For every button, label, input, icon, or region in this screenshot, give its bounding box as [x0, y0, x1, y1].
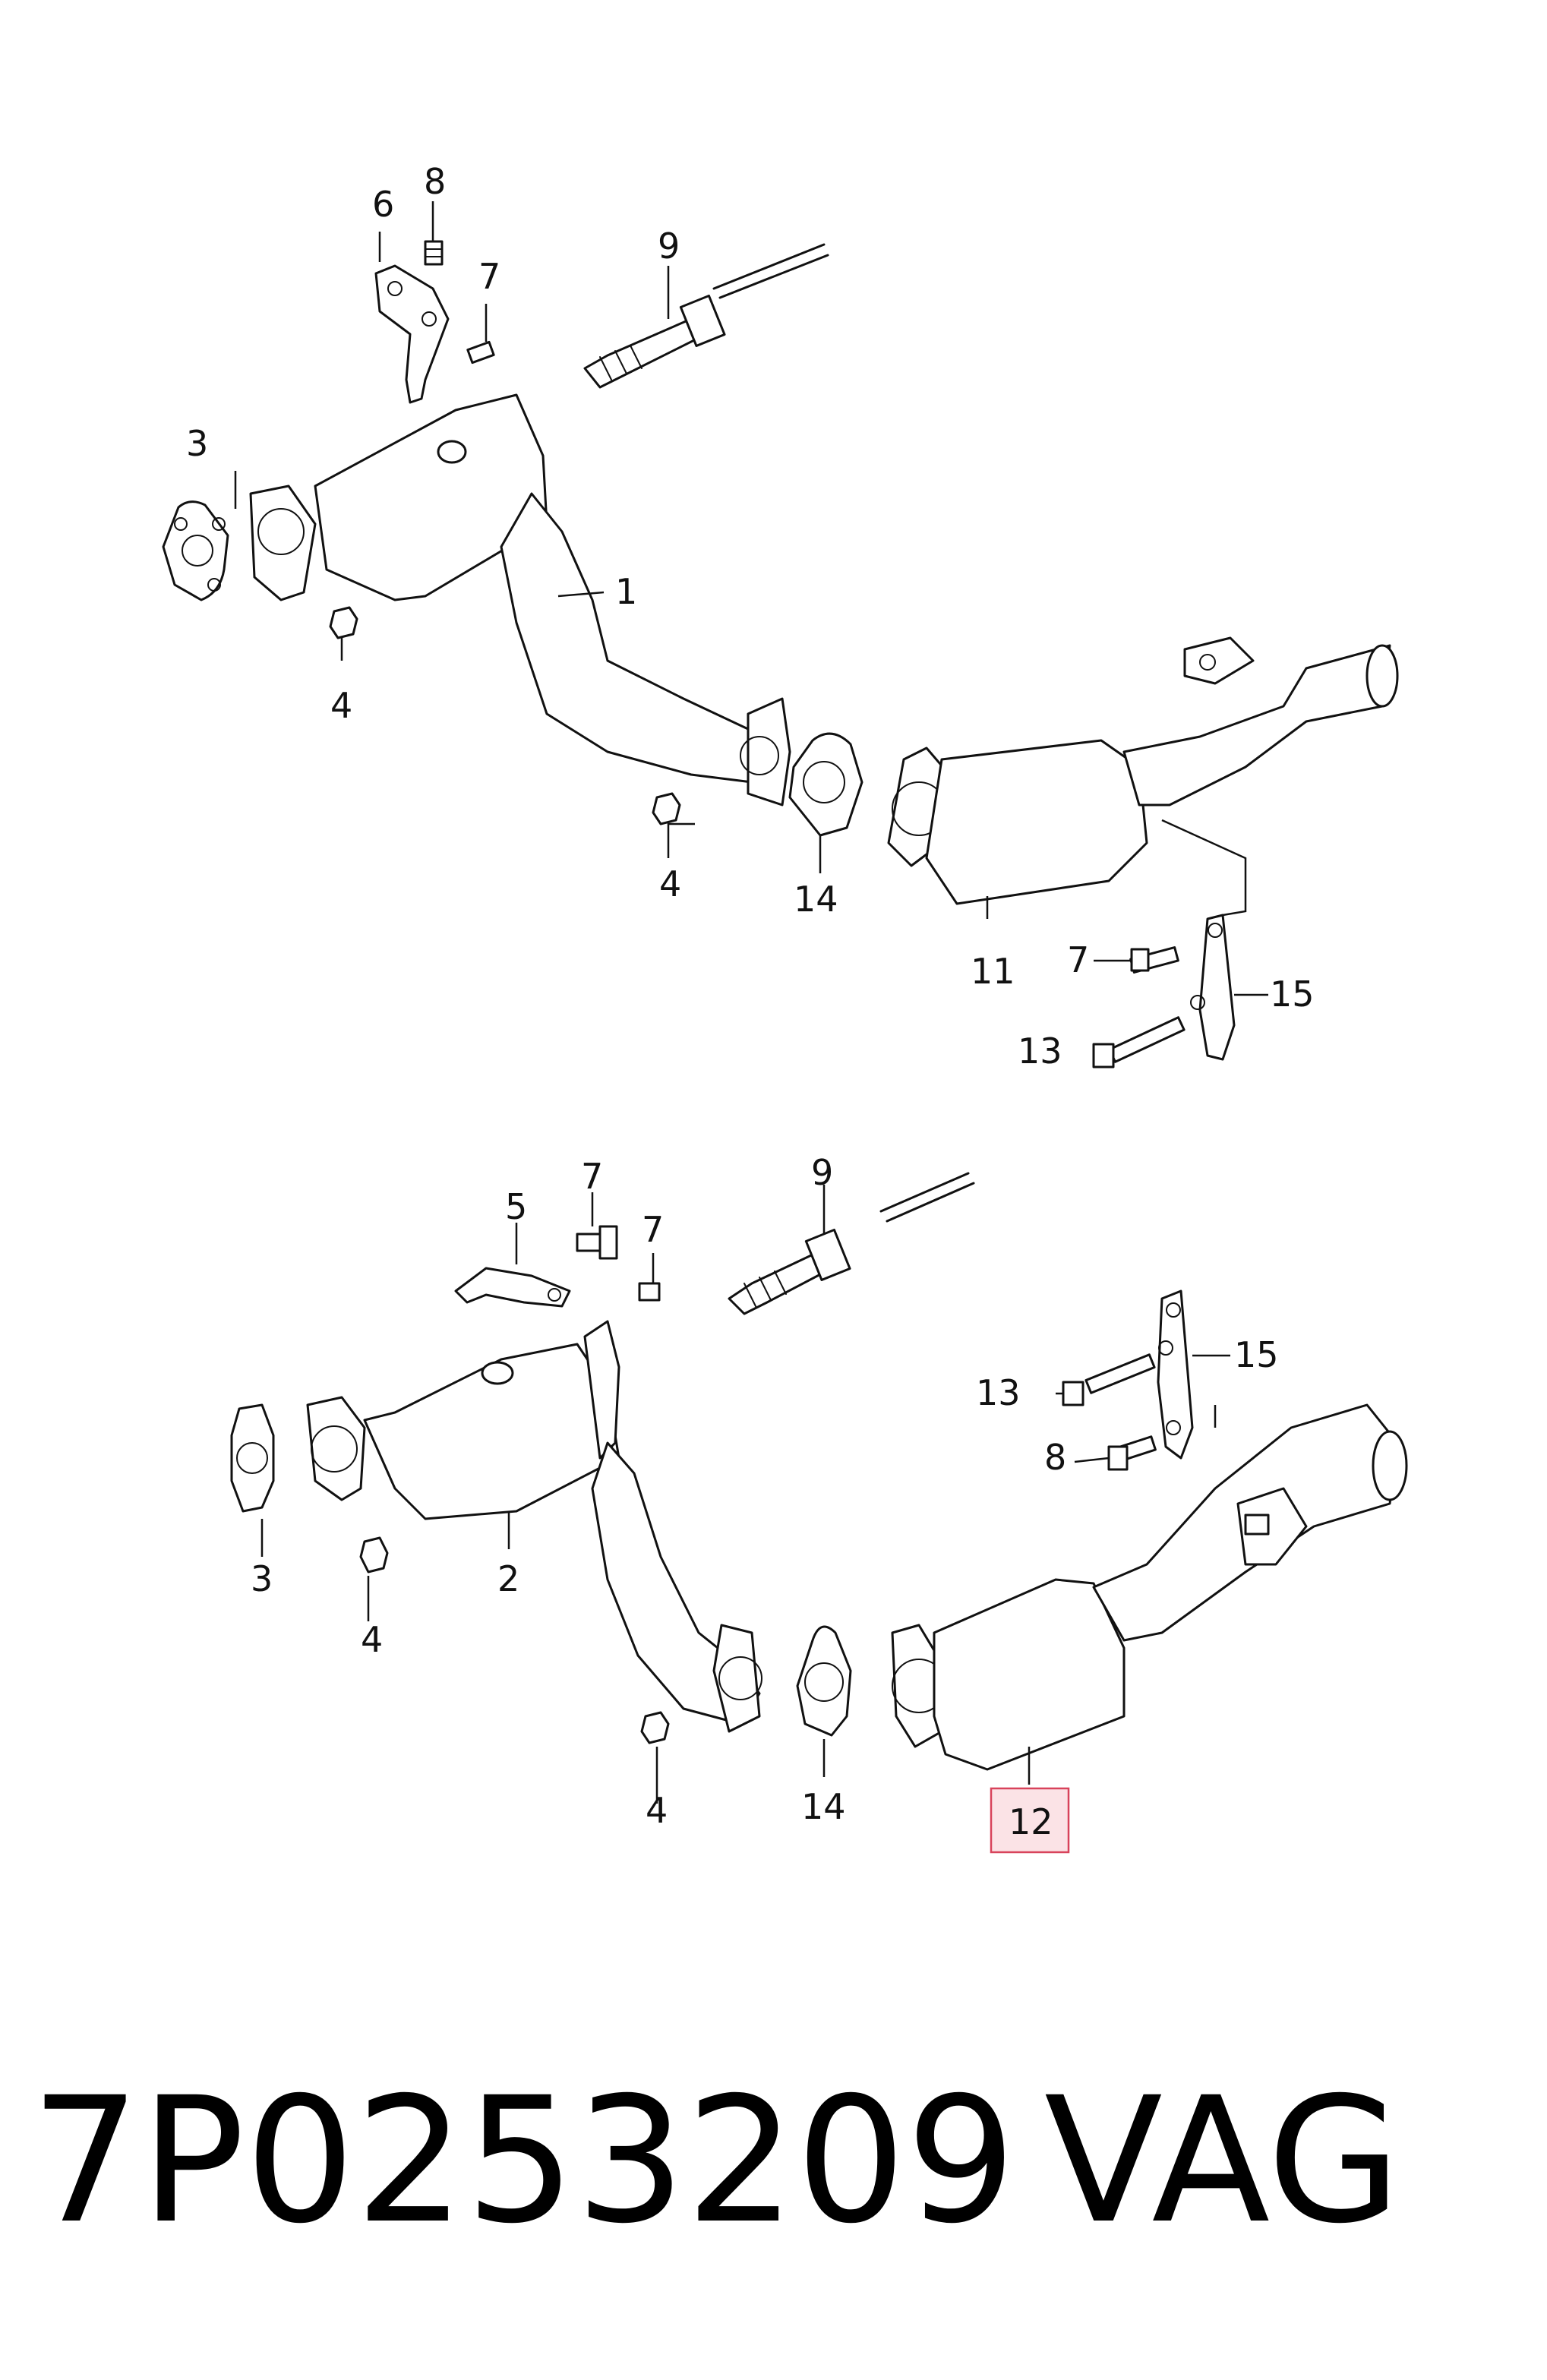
- oxygen-sensor-9: [583, 243, 829, 389]
- callout-11: 11: [971, 951, 1015, 992]
- bracket-15-top: [1190, 914, 1236, 1061]
- highlight-box-12: [990, 1787, 1070, 1854]
- bracket-5: [454, 1267, 571, 1308]
- top-assembly: 6 8 7 9 3 1 4 4 14 11 7 15 13: [162, 161, 1399, 1072]
- nut-4-top-mid: [652, 792, 681, 825]
- part-number: 7P0253209: [30, 2060, 1016, 2262]
- callout-1: 1: [615, 571, 637, 612]
- pre-catalyst-pipe-2: [306, 1320, 762, 1733]
- callout-15: 15: [1270, 974, 1315, 1015]
- bolt-13-top: [1092, 1016, 1186, 1068]
- callout-4-bottom-b: 4: [646, 1790, 668, 1831]
- bolt-7-mid: [1129, 946, 1179, 974]
- bolt-7-bottom-right: [1107, 1435, 1157, 1471]
- callout-7: 7: [478, 256, 500, 297]
- callout-3: 3: [186, 423, 208, 464]
- bracket-6: [374, 264, 450, 404]
- bottom-assembly: 5 7 7 9 3 2 4 4 14 12 13 8 15: [230, 1152, 1408, 1854]
- callout-14-bottom: 14: [801, 1786, 846, 1827]
- callout-4: 4: [330, 685, 352, 726]
- callout-8: 8: [424, 161, 446, 202]
- oxygen-sensor-9-bottom: [728, 1172, 975, 1315]
- callout-6: 6: [372, 184, 394, 225]
- callout-2: 2: [497, 1558, 519, 1599]
- callout-9: 9: [658, 226, 680, 267]
- callout-7b: 7: [1067, 939, 1089, 980]
- gasket-14-top: [788, 732, 863, 837]
- catalyst-12: [891, 1403, 1408, 1771]
- nut-4-bottom-mid: [640, 1711, 670, 1744]
- callout-4b: 4: [659, 863, 681, 904]
- callout-7-bottom-b: 8: [1044, 1437, 1066, 1478]
- gasket-14-bottom: [796, 1625, 852, 1737]
- callout-15-bottom: 15: [1234, 1334, 1279, 1375]
- callout-9-bottom: 9: [811, 1152, 833, 1193]
- bolt-7-bottom-left: [638, 1282, 661, 1302]
- callout-13: 13: [1018, 1031, 1062, 1072]
- callout-12: 12: [1009, 1801, 1053, 1842]
- callout-13-bottom: 13: [976, 1372, 1021, 1413]
- nut-4-top-left: [329, 606, 358, 639]
- nut-4-bottom-left: [359, 1536, 389, 1574]
- gasket-3: [162, 500, 229, 601]
- bracket-15-bottom: [1157, 1289, 1194, 1460]
- bolt-8-bottom: [576, 1225, 618, 1260]
- gasket-3-bottom: [230, 1403, 275, 1513]
- brand-label: VAG: [1044, 2060, 1402, 2262]
- callout-7-bottom: 7: [642, 1209, 664, 1250]
- bolt-8: [424, 240, 444, 266]
- bolt-7-top: [466, 340, 495, 365]
- callout-8-bottom: 7: [581, 1156, 603, 1197]
- catalyst-11: [887, 636, 1399, 905]
- bolt-13-bottom: [1062, 1353, 1156, 1406]
- callout-14: 14: [794, 879, 838, 920]
- callout-5: 5: [505, 1186, 527, 1227]
- pre-catalyst-pipe-1: [249, 393, 791, 806]
- callout-4-bottom: 4: [361, 1619, 383, 1660]
- callout-3-bottom: 3: [251, 1558, 273, 1599]
